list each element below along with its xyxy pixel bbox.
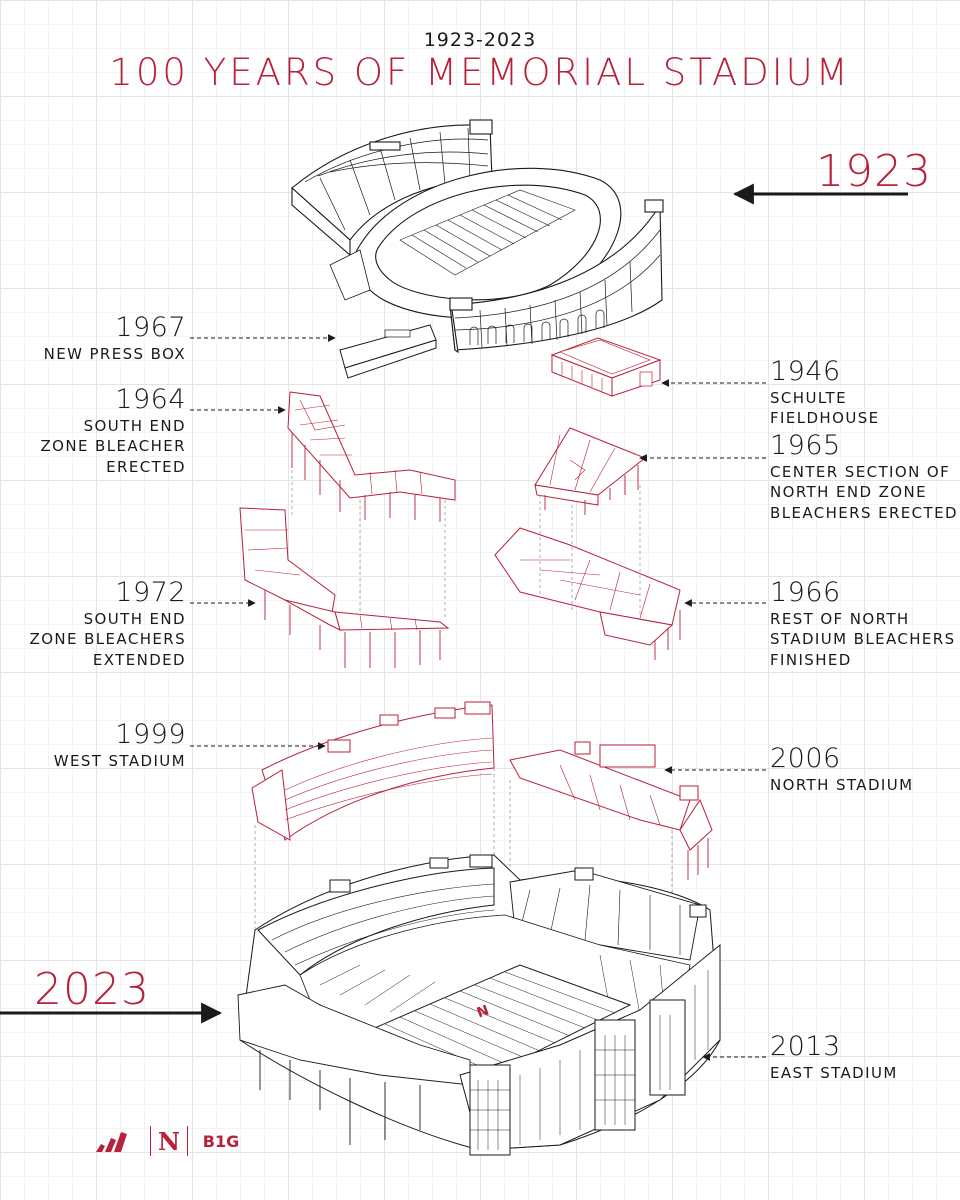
milestone-1964-year: 1964 xyxy=(115,384,186,415)
milestone-2023-year: 2023 xyxy=(34,964,150,1015)
milestone-1965-year: 1965 xyxy=(770,430,841,461)
milestone-1966-caption: Rest of north stadium bleachers finished xyxy=(770,610,956,669)
bleacher-1972 xyxy=(239,507,450,668)
milestone-1972-year: 1972 xyxy=(115,577,186,608)
milestone-2006-caption: North Stadium xyxy=(770,776,914,794)
press-box-1967 xyxy=(339,324,437,379)
field-logo: N xyxy=(475,1002,491,1021)
milestone-2006: 2006 North Stadium xyxy=(770,745,913,795)
milestone-1966: 1966 Rest of north stadium bleachers fin… xyxy=(770,579,956,670)
milestone-2013-caption: East Stadium xyxy=(770,1064,898,1082)
milestone-1972-caption: South End Zone Bleachers Extended xyxy=(29,610,186,669)
milestone-1999-caption: West Stadium xyxy=(53,752,186,770)
bleacher-1966 xyxy=(494,527,681,660)
milestone-1946: 1946 Schulte Fieldhouse xyxy=(770,358,960,429)
projection-lines xyxy=(254,470,673,930)
page-title: 100 Years of Memorial Stadium xyxy=(109,51,851,94)
bleacher-1965 xyxy=(534,427,646,515)
milestone-2006-year: 2006 xyxy=(770,743,841,774)
milestone-1967-year: 1967 xyxy=(115,312,186,343)
milestone-1965: 1965 Center section of north end zone bl… xyxy=(770,432,958,523)
milestone-1964: 1964 South End Zone Bleacher Erected xyxy=(20,386,186,477)
big-ten-logo-text: B1G xyxy=(202,1131,240,1151)
nebraska-logo-text: N xyxy=(158,1126,180,1156)
milestone-1946-caption: Schulte Fieldhouse xyxy=(770,389,880,428)
milestone-1966-year: 1966 xyxy=(770,577,841,608)
milestone-1965-caption: Center section of north end zone bleache… xyxy=(770,463,958,522)
west-stadium-1999 xyxy=(251,701,495,841)
stadium-2023 xyxy=(237,854,721,1156)
bleacher-1964 xyxy=(287,391,456,522)
milestone-1946-year: 1946 xyxy=(770,356,841,387)
milestone-1967-caption: New press box xyxy=(43,345,186,363)
leader-lines xyxy=(0,183,908,1061)
north-stadium-2006 xyxy=(509,741,713,880)
milestone-1967: 1967 New press box xyxy=(40,314,186,364)
milestone-1999-year: 1999 xyxy=(115,719,186,750)
milestone-1999: 1999 West Stadium xyxy=(30,721,186,771)
milestone-1923-year: 1923 xyxy=(816,146,932,197)
adidas-logo xyxy=(96,1132,127,1152)
milestone-2013: 2013 East Stadium xyxy=(770,1033,898,1083)
stadium-1923 xyxy=(291,119,664,354)
nebraska-logo: N xyxy=(150,1126,188,1156)
big-ten-logo: B1G xyxy=(196,1126,246,1156)
milestone-2013-year: 2013 xyxy=(770,1031,841,1062)
fieldhouse-1946 xyxy=(550,337,662,397)
milestone-1972: 1972 South End Zone Bleachers Extended xyxy=(20,579,186,670)
years-range: 1923-2023 xyxy=(423,29,537,51)
milestone-1964-caption: South End Zone Bleacher Erected xyxy=(40,417,186,476)
